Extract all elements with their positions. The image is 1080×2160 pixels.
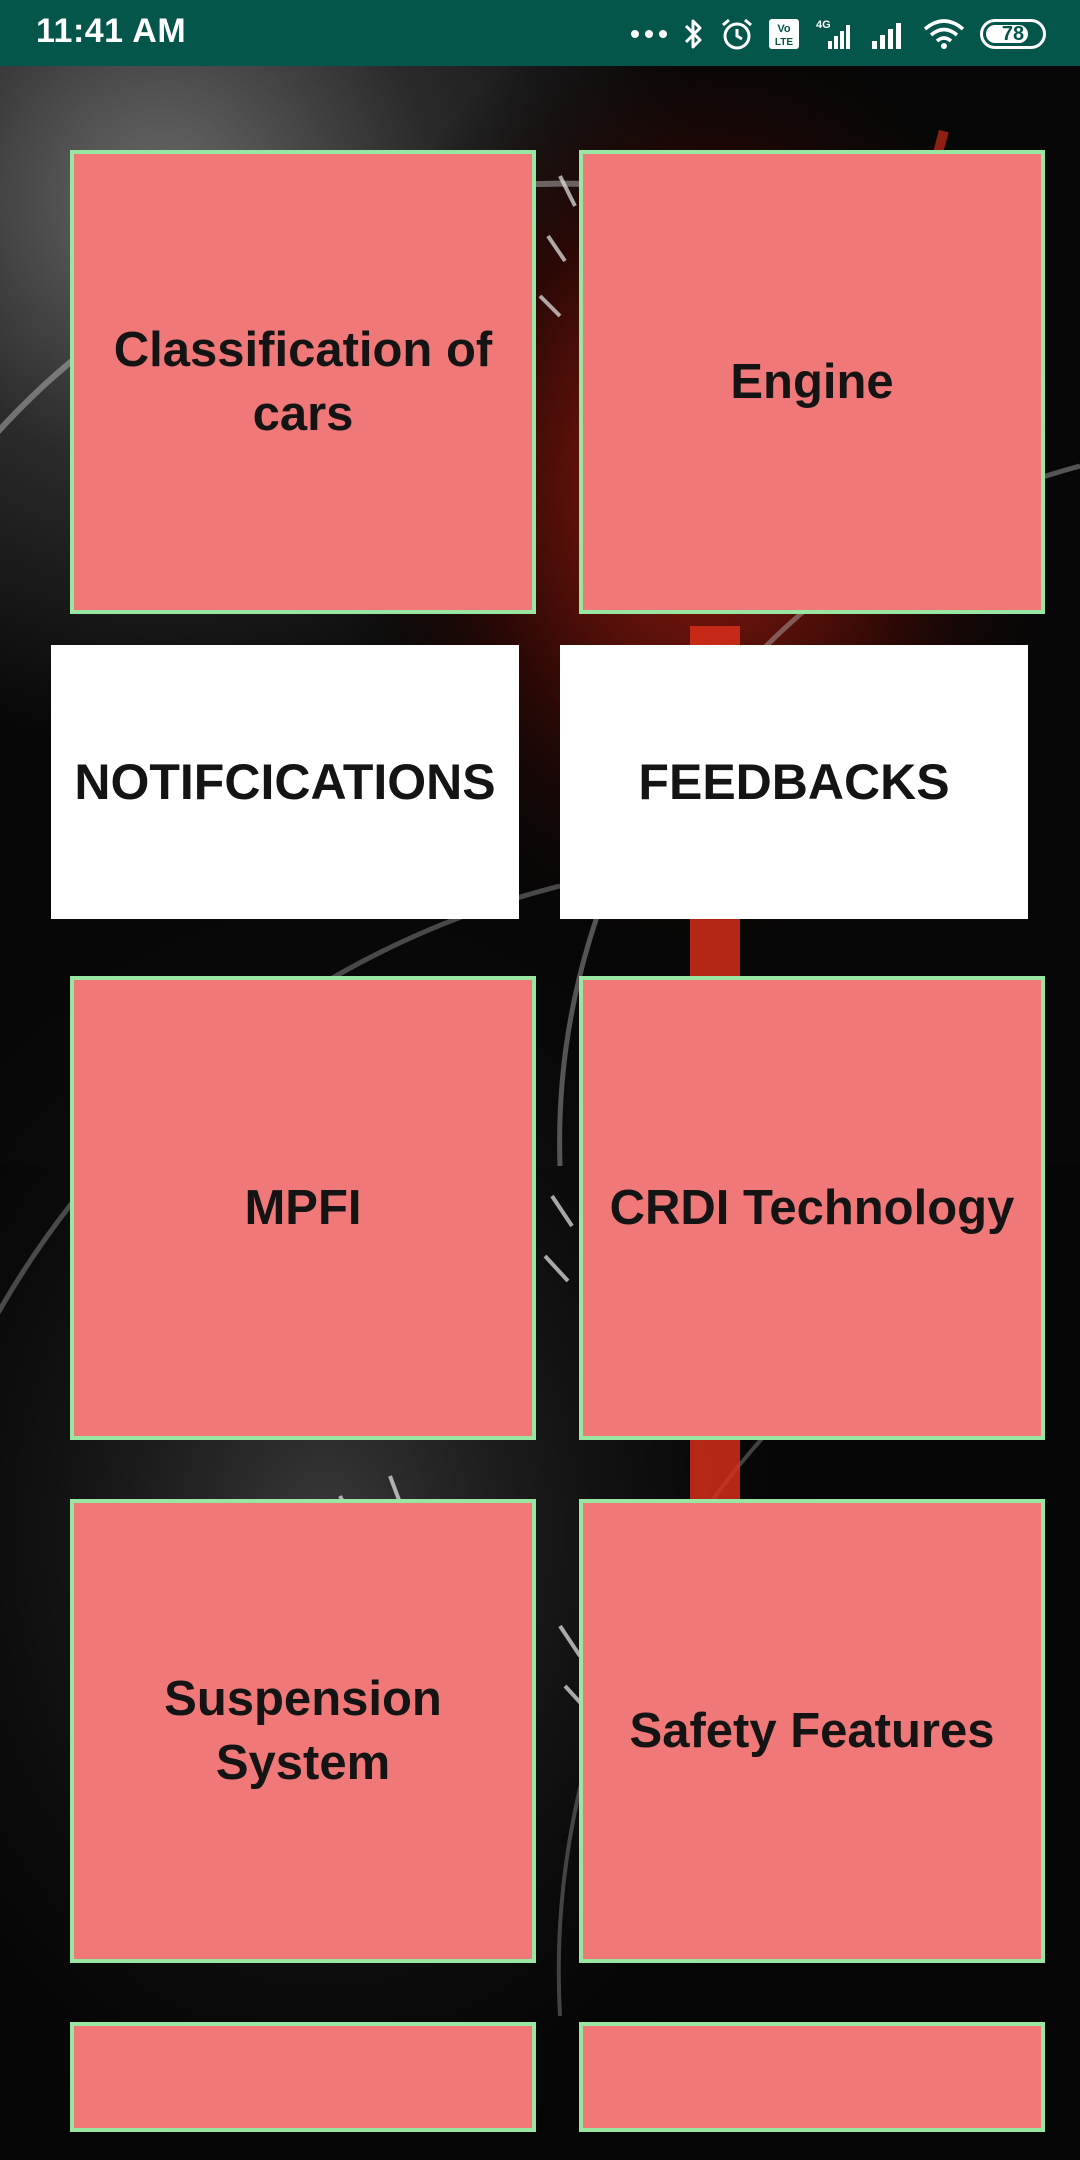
tile-partial-right[interactable]	[579, 2022, 1045, 2132]
notifications-button[interactable]: NOTIFCICATIONS	[51, 645, 519, 919]
status-bar: 11:41 AM Vo LTE 4G	[0, 0, 1080, 66]
volte-icon: Vo LTE	[769, 19, 799, 49]
tile-partial-left[interactable]	[70, 2022, 536, 2132]
svg-text:Vo: Vo	[777, 23, 791, 35]
wifi-icon	[923, 19, 965, 49]
status-time: 11:41 AM	[36, 12, 187, 50]
battery-icon: 78	[980, 19, 1046, 49]
more-dots-icon	[631, 30, 667, 38]
notifications-label: NOTIFCICATIONS	[74, 754, 496, 810]
tile-label: CRDI Technology	[609, 1181, 1015, 1235]
status-icons: Vo LTE 4G	[630, 12, 1046, 56]
tile-label: Suspension System	[164, 1672, 442, 1790]
tile-crdi-technology[interactable]: CRDI Technology	[579, 976, 1045, 1440]
tile-label: Classification of cars	[113, 323, 493, 441]
tile-suspension-system[interactable]: Suspension System	[70, 1499, 536, 1963]
tile-safety-features[interactable]: Safety Features	[579, 1499, 1045, 1963]
tile-engine[interactable]: Engine	[579, 150, 1045, 614]
tile-label: MPFI	[244, 1181, 362, 1235]
feedbacks-button[interactable]: FEEDBACKS	[560, 645, 1028, 919]
tile-label: Engine	[730, 355, 894, 409]
bluetooth-icon	[684, 19, 702, 49]
svg-text:4G: 4G	[816, 19, 831, 31]
feedbacks-label: FEEDBACKS	[638, 754, 950, 810]
tile-mpfi[interactable]: MPFI	[70, 976, 536, 1440]
alarm-icon	[722, 18, 752, 50]
battery-percent: 78	[1001, 22, 1025, 45]
tile-label: Safety Features	[629, 1704, 995, 1758]
signal-4g-icon: 4G	[816, 19, 850, 49]
svg-text:LTE: LTE	[775, 37, 793, 48]
signal-icon	[872, 23, 901, 49]
battery-level	[986, 25, 1029, 43]
tile-classification-of-cars[interactable]: Classification of cars	[70, 150, 536, 614]
